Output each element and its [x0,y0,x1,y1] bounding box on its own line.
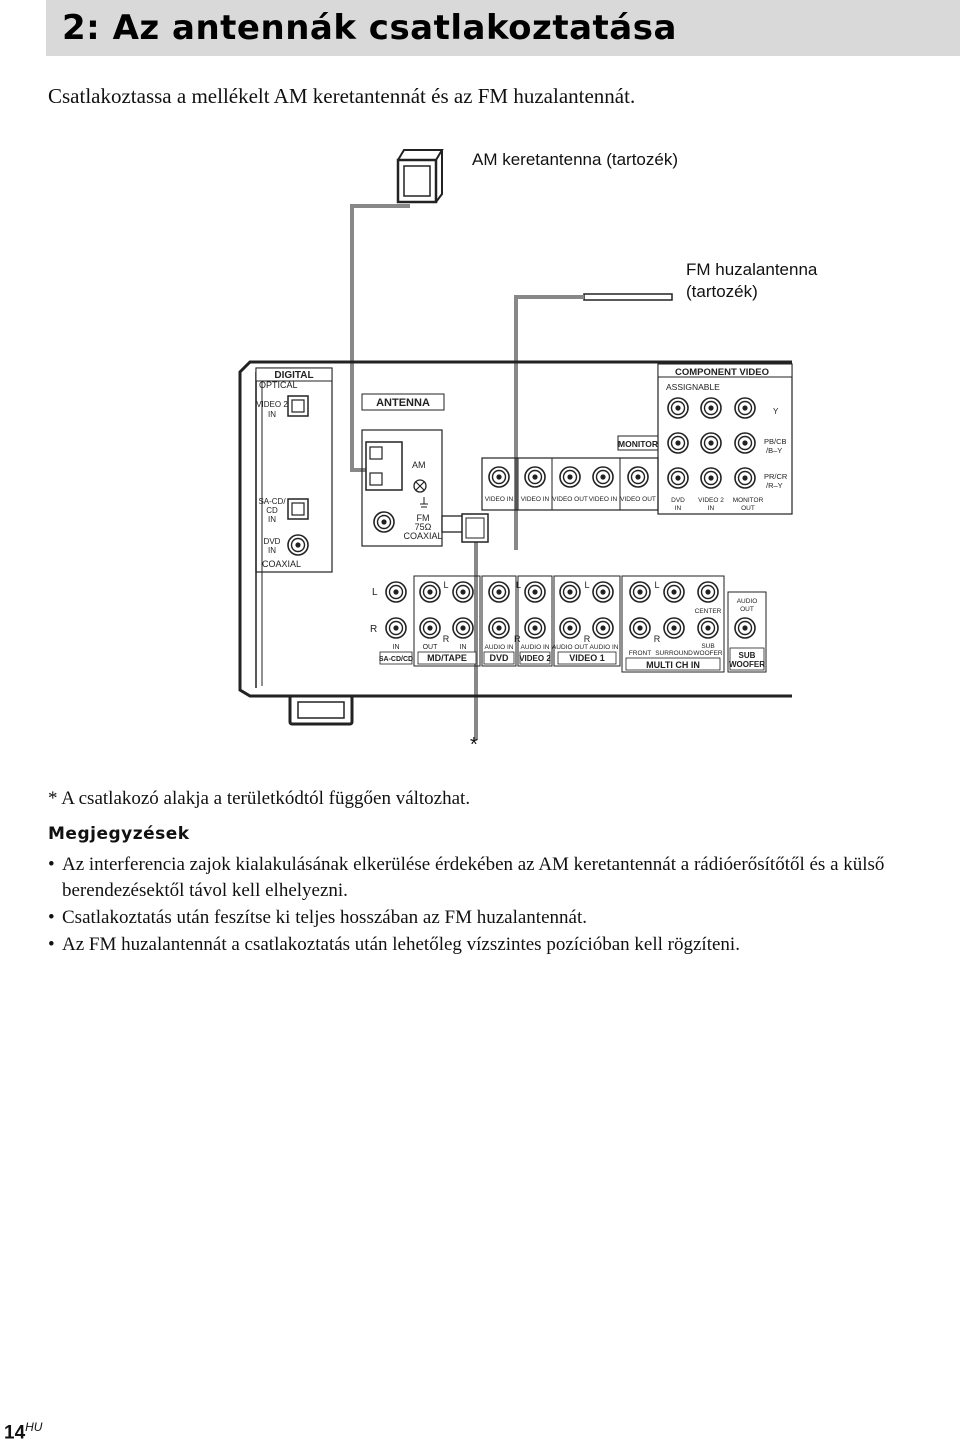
svg-text:L: L [584,580,589,590]
bullet-icon: • [48,854,55,875]
svg-text:IN: IN [460,644,467,651]
svg-text:VIDEO 1: VIDEO 1 [569,653,605,663]
svg-text:R: R [654,634,661,644]
svg-text:AM: AM [412,460,426,470]
svg-text:L: L [516,580,521,590]
svg-text:DVD: DVD [671,497,685,504]
svg-text:OUT: OUT [423,644,439,651]
svg-text:VIDEO IN: VIDEO IN [485,496,514,503]
fm-antenna-label-line1: FM huzalantenna [686,260,818,279]
intro-text: Csatlakoztassa a mellékelt AM keretanten… [48,84,636,108]
svg-text:AUDIO OUT: AUDIO OUT [552,644,588,651]
component-video-section: COMPONENT VIDEO ASSIGNABLE Y PB/CB /B–Y … [657,363,793,515]
svg-text:SURROUND: SURROUND [655,650,693,657]
svg-text:L: L [372,587,378,598]
svg-text:MONITOR: MONITOR [618,439,658,449]
svg-text:AUDIO IN: AUDIO IN [521,644,550,651]
bullet-icon: • [48,907,55,928]
svg-text:PB/CB: PB/CB [764,437,787,446]
svg-text:FRONT: FRONT [629,650,651,657]
coaxial-label: COAXIAL [262,559,301,569]
video-section: VIDEO IN VIDEO IN VIDEO OUT VIDEO IN VID… [481,435,659,511]
digital-label: DIGITAL [274,370,313,381]
svg-text:WOOFER: WOOFER [729,660,765,669]
svg-text:IN: IN [268,410,276,419]
svg-text:COMPONENT VIDEO: COMPONENT VIDEO [675,367,769,378]
svg-text:OUT: OUT [740,606,754,613]
svg-text:SUB: SUB [739,651,756,660]
title-bar: 2: Az antennák csatlakoztatása [46,0,960,56]
page-number: 14HU [4,1420,43,1444]
am-antenna-wire [350,204,410,472]
svg-text:AUDIO IN: AUDIO IN [590,644,619,651]
fm-antenna-label-line2: (tartozék) [686,282,758,301]
asterisk-marker: * [470,734,478,756]
svg-text:IN: IN [268,546,276,555]
svg-text:VIDEO OUT: VIDEO OUT [552,496,588,503]
svg-text:VIDEO 2: VIDEO 2 [519,654,551,663]
am-antenna-label: AM keretantenna (tartozék) [472,150,678,169]
svg-text:AUDIO: AUDIO [737,598,758,605]
svg-text:COAXIAL: COAXIAL [403,531,442,541]
bullet-icon: • [48,934,55,955]
svg-text:/B–Y: /B–Y [766,446,782,455]
svg-text:VIDEO IN: VIDEO IN [589,496,618,503]
fm-wire-antenna-icon [583,293,673,301]
svg-text:VIDEO OUT: VIDEO OUT [620,496,656,503]
fm-antenna-wire [514,295,584,550]
svg-text:CENTER: CENTER [695,608,722,615]
notes-heading: Megjegyzések [48,824,190,844]
svg-text:IN: IN [393,644,400,651]
footnote: * A csatlakozó alakja a területkódtól fü… [48,788,471,809]
antenna-section: ANTENNA AM FM 75Ω COAXIAL [361,393,489,547]
digital-section: DIGITAL OPTICAL VIDEO 2 IN SA-CD/ CD IN … [255,367,333,573]
page-suffix: HU [25,1420,43,1434]
svg-text:R: R [514,634,521,644]
audio-section: L R IN SA-CD/CD L R OUT IN MD/TAPE AUDIO… [370,575,767,673]
optical-label: OPTICAL [259,380,298,390]
page-title: 2: Az antennák csatlakoztatása [62,8,677,48]
svg-text:PR/CR: PR/CR [764,472,788,481]
notes-list: •Az interferencia zajok kialakulásának e… [48,852,938,959]
svg-text:FM: FM [417,513,430,523]
svg-text:MD/TAPE: MD/TAPE [427,653,467,663]
svg-text:OUT: OUT [741,505,755,512]
antenna-label: ANTENNA [376,397,430,409]
svg-text:L: L [654,580,659,590]
svg-text:SA-CD/CD: SA-CD/CD [379,656,413,663]
svg-text:IN: IN [708,505,715,512]
svg-text:MULTI CH IN: MULTI CH IN [646,660,700,670]
svg-text:WOOFER: WOOFER [693,650,723,657]
svg-text:75Ω: 75Ω [415,522,432,532]
svg-text:VIDEO 2: VIDEO 2 [698,497,724,504]
svg-text:VIDEO 2: VIDEO 2 [256,400,288,409]
antenna-connection-diagram: DIGITAL OPTICAL VIDEO 2 IN SA-CD/ CD IN … [0,140,960,770]
list-item: •Az FM huzalantennát a csatlakoztatás ut… [48,932,938,958]
svg-text:ASSIGNABLE: ASSIGNABLE [666,382,720,392]
svg-text:R: R [584,634,591,644]
svg-text:L: L [443,580,448,590]
svg-text:DVD: DVD [264,537,281,546]
svg-text:IN: IN [268,515,276,524]
svg-text:DVD: DVD [489,653,509,663]
svg-text:R: R [370,624,377,635]
svg-text:IN: IN [675,505,682,512]
am-loop-antenna-icon [396,149,444,204]
svg-text:R: R [443,634,450,644]
receiver-back-panel-drawing: DIGITAL OPTICAL VIDEO 2 IN SA-CD/ CD IN … [238,149,793,740]
svg-text:SUB: SUB [701,643,714,650]
list-item: •Csatlakoztatás után feszítse ki teljes … [48,905,938,931]
svg-text:MONITOR: MONITOR [733,497,764,504]
svg-text:VIDEO IN: VIDEO IN [521,496,550,503]
svg-text:/R–Y: /R–Y [766,481,783,490]
svg-text:SA-CD/: SA-CD/ [258,497,286,506]
list-item: •Az interferencia zajok kialakulásának e… [48,854,885,901]
svg-text:Y: Y [773,407,779,416]
svg-text:CD: CD [266,506,278,515]
svg-text:AUDIO IN: AUDIO IN [485,644,514,651]
